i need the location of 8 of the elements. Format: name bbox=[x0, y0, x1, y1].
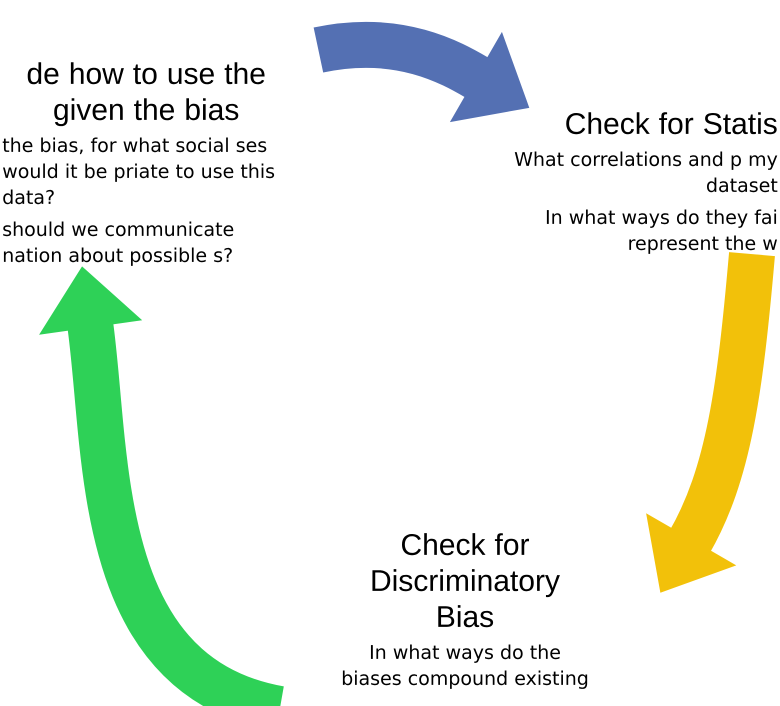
heading: de how to use the given the bias bbox=[28, 62, 265, 126]
question-text: In what ways do they fai represent the w bbox=[546, 210, 777, 254]
question-text: the bias, for what social ses would it be priate to use this data? bbox=[2, 138, 274, 204]
question-text: should we communicate nation about possible s? bbox=[3, 222, 234, 266]
question-text: In what ways do the biases compound existing bbox=[342, 644, 588, 689]
heading: Check for Statis bbox=[566, 112, 777, 134]
heading: Check for Discriminatory Bias bbox=[372, 533, 560, 628]
question-text: What correlations and p my dataset bbox=[514, 152, 778, 192]
